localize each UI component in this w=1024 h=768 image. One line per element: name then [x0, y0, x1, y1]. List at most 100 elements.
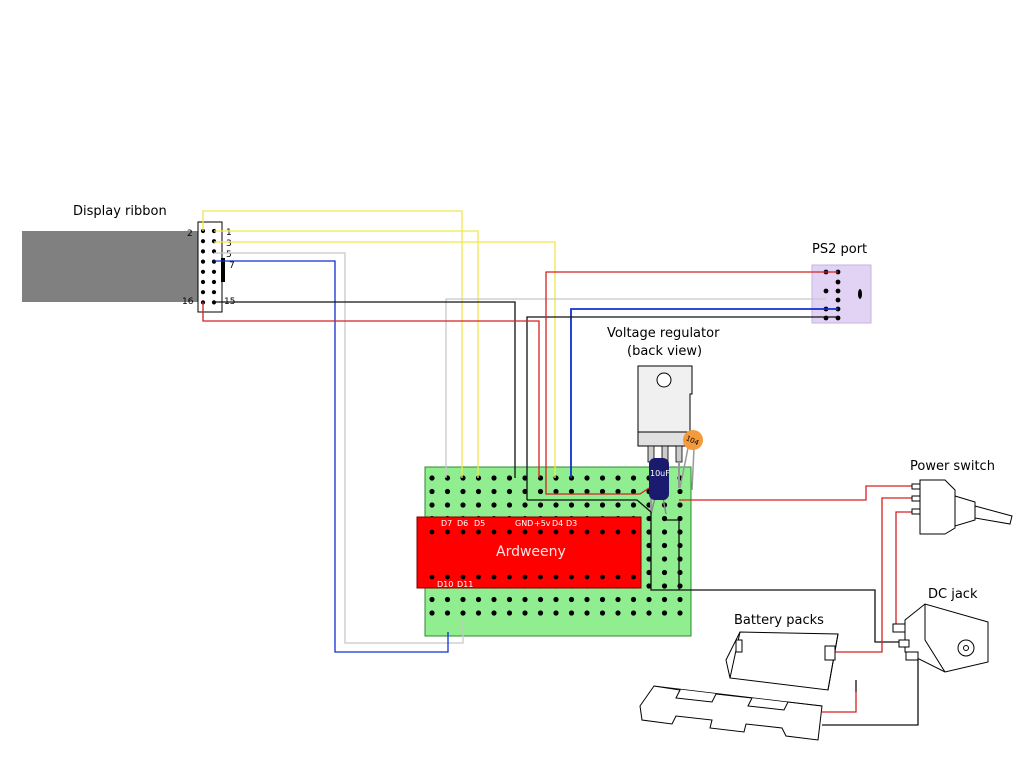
wire-black-ps2-gnd	[526, 316, 838, 500]
ardweeny-pin	[538, 529, 543, 535]
wire-black-gnd-bus	[527, 499, 652, 513]
breadboard-hole	[661, 610, 668, 616]
breadboard-hole	[522, 475, 528, 481]
breadboard-hole	[429, 610, 435, 616]
electrolytic-capacitor-value: 10uF	[650, 469, 670, 478]
breadboard-hole	[491, 610, 497, 616]
breadboard-hole	[475, 610, 482, 616]
breadboard-hole	[646, 596, 652, 603]
breadboard-hole	[584, 610, 590, 616]
breadboard-hole	[522, 502, 528, 508]
ribbon-pin	[200, 239, 206, 244]
breadboard-hole	[491, 596, 497, 603]
breadboard-hole	[429, 596, 435, 603]
wire-black-dc-jack	[665, 589, 905, 643]
ardweeny-pin	[538, 574, 543, 580]
breadboard-hole	[553, 610, 559, 616]
wire-red-switch	[679, 485, 917, 501]
breadboard-hole	[677, 556, 683, 562]
ardweeny-pin	[460, 529, 466, 535]
breadboard-hole	[630, 502, 637, 508]
breadboard-hole	[646, 515, 652, 522]
breadboard-hole	[646, 569, 652, 576]
pin-d6-label: D6	[457, 519, 468, 528]
breadboard-hole	[584, 596, 590, 603]
breadboard-hole	[553, 488, 559, 495]
breadboard-hole	[661, 583, 668, 589]
breadboard-hole	[584, 475, 590, 481]
breadboard-hole	[429, 488, 435, 495]
ardweeny-label: Ardweeny	[496, 544, 566, 560]
power-switch-label: Power switch	[910, 459, 995, 474]
ardweeny-pin	[553, 574, 559, 580]
pin-d7-label: D7	[441, 519, 452, 528]
breadboard-hole	[444, 502, 451, 508]
ps2-port-label: PS2 port	[812, 242, 867, 257]
ardweeny-pin	[631, 529, 636, 535]
power-switch	[911, 479, 1013, 535]
voltage-regulator-label: Voltage regulator	[607, 326, 720, 341]
ribbon-pin	[200, 249, 206, 254]
wire-gray-pin5-d10	[214, 252, 464, 644]
ribbon-pin-5-label: 5	[226, 250, 232, 260]
ceramic-capacitor: 104	[679, 430, 703, 491]
breadboard-hole	[615, 475, 621, 481]
breadboard-hole	[506, 488, 513, 495]
breadboard-hole	[491, 502, 497, 508]
breadboard-hole	[506, 596, 513, 603]
breadboard-hole	[460, 475, 466, 481]
ribbon-connector	[197, 221, 223, 313]
ardweeny-pin	[522, 529, 528, 535]
breadboard-hole	[568, 610, 575, 616]
wire-red-battery	[830, 497, 917, 653]
breadboard-hole	[568, 488, 575, 495]
breadboard-hole	[599, 488, 606, 495]
ardweeny-pin	[569, 574, 574, 580]
ardweeny-pin	[507, 529, 512, 535]
breadboard-hole	[599, 610, 606, 616]
breadboard-hole	[677, 610, 683, 616]
wire-black-battery	[822, 654, 919, 726]
ardweeny-pin	[631, 574, 636, 580]
breadboard-hole	[553, 502, 559, 508]
wires	[202, 210, 919, 726]
breadboard-hole	[677, 596, 683, 603]
wire-gray-ps2-d7	[445, 298, 826, 478]
breadboard-hole	[537, 488, 544, 495]
wire-red-pin16-5v	[202, 302, 540, 478]
ardweeny-pin	[476, 574, 481, 580]
pin-d10-label: D10	[437, 580, 453, 589]
ardweeny-pin	[600, 574, 605, 580]
breadboard-hole	[615, 596, 621, 603]
breadboard-hole	[630, 596, 637, 603]
pin-d3-label: D3	[566, 519, 577, 528]
ardweeny-pin	[584, 574, 590, 580]
ardweeny-pin	[569, 529, 574, 535]
ribbon-pin	[211, 290, 217, 295]
breadboard-hole	[506, 475, 513, 481]
ardweeny-pin	[615, 529, 621, 535]
voltage-regulator	[637, 365, 693, 512]
ardweeny-pin	[429, 574, 435, 580]
breadboard-hole	[630, 610, 637, 616]
breadboard-hole	[630, 475, 637, 481]
breadboard-hole	[475, 502, 482, 508]
ribbon-pin-2-label: 2	[187, 229, 193, 239]
breadboard-hole	[506, 502, 513, 508]
pin-d4-label: D4	[552, 519, 563, 528]
wire-yellow-pin2-d5	[202, 210, 463, 478]
breadboard-hole	[506, 610, 513, 616]
breadboard-hole	[553, 475, 559, 481]
ardweeny-pin	[553, 529, 559, 535]
breadboard-hole	[646, 542, 652, 549]
ardweeny-pin	[584, 529, 590, 535]
ardweeny-pin	[429, 529, 435, 535]
display-ribbon-cable	[22, 231, 198, 302]
pin-d5-label: D5	[474, 519, 485, 528]
breadboard-hole	[661, 596, 668, 603]
ardweeny-pin	[491, 529, 497, 535]
breadboard-hole	[475, 488, 482, 495]
breadboard-hole	[537, 596, 544, 603]
ardweeny-pin	[445, 574, 450, 580]
breadboard-hole	[599, 475, 606, 481]
